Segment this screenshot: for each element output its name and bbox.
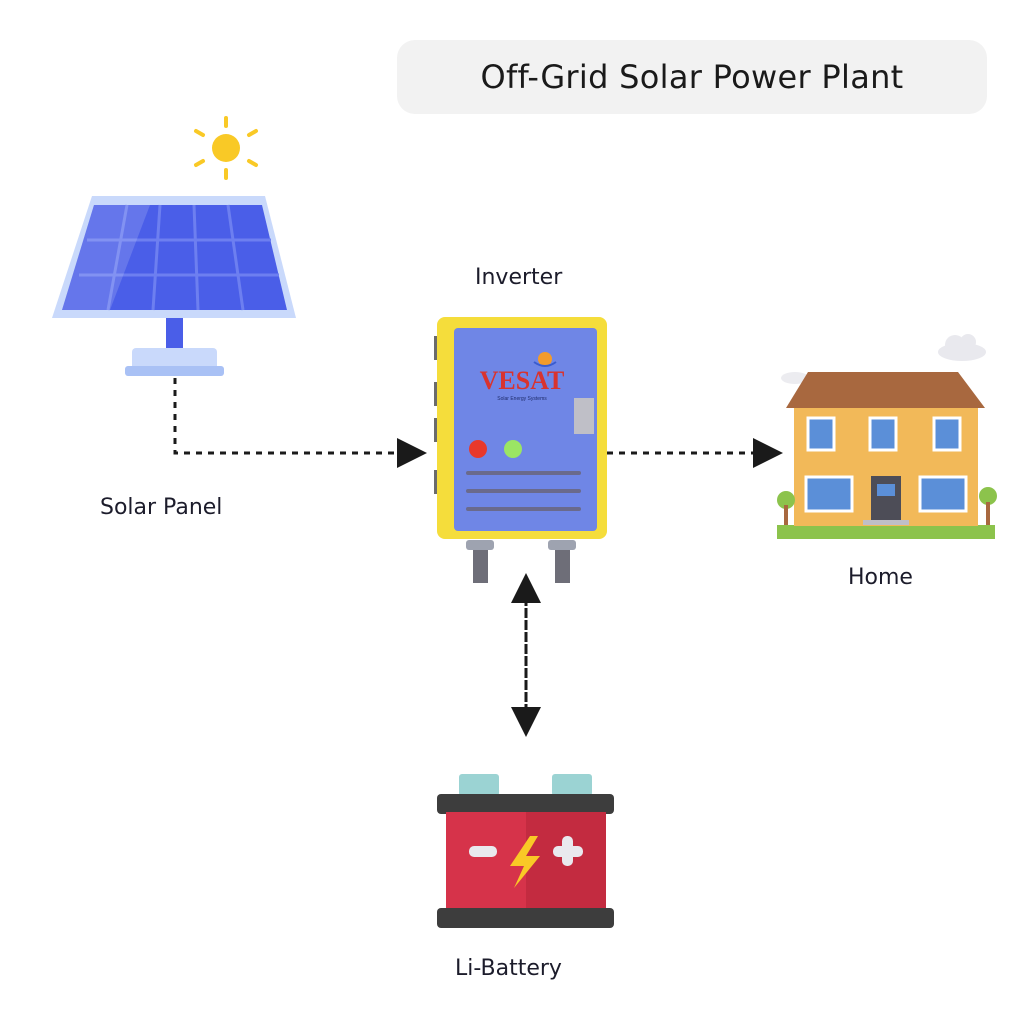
home-label: Home (848, 565, 913, 590)
lightning-icon (510, 836, 540, 888)
title-box: Off-Grid Solar Power Plant (397, 40, 987, 114)
diagram-title: Off-Grid Solar Power Plant (480, 58, 904, 96)
inverter-tagline: Solar Energy Systems (497, 396, 547, 402)
house-icon (777, 372, 997, 539)
solar-panel-label: Solar Panel (100, 495, 223, 520)
inverter-icon: VESAT Solar Energy Systems (434, 317, 607, 583)
plus-icon (553, 836, 583, 866)
logo-sun-icon (533, 352, 557, 367)
minus-icon (469, 846, 497, 857)
cloud-icon (781, 334, 986, 384)
inverter-logo: VESAT (480, 366, 565, 395)
solar-panel-icon (52, 196, 296, 376)
inverter-label: Inverter (475, 265, 563, 290)
connector-panel-to-inverter (173, 378, 427, 468)
sun-icon (194, 116, 258, 180)
green-led-icon (504, 440, 522, 458)
battery-icon (437, 774, 614, 928)
battery-label: Li-Battery (455, 956, 562, 981)
red-led-icon (469, 440, 487, 458)
